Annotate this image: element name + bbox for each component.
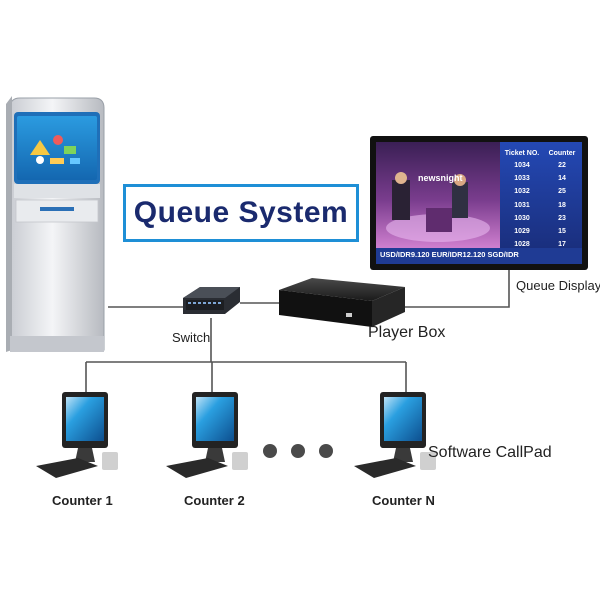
- title-box: Queue System: [123, 184, 359, 242]
- ellipsis-icon: [263, 444, 333, 458]
- ticket-table-row: 1031 18: [500, 199, 580, 212]
- queue-display-label: Queue Display: [516, 278, 600, 293]
- counter-number-cell: 18: [558, 201, 566, 209]
- counter-number-cell: 22: [558, 162, 566, 170]
- counter-2-label: Counter 2: [184, 493, 245, 508]
- ticket-table-row: 1028 17: [500, 238, 580, 251]
- connection-lines: [85, 270, 510, 392]
- network-switch-icon: [183, 287, 240, 314]
- ticket-table-row: 1034 22: [500, 159, 580, 172]
- tv-channel-logo: newsnight: [418, 173, 463, 183]
- kiosk-icon: [6, 96, 105, 352]
- counter-header-cell: Counter: [548, 150, 576, 157]
- ticket-number-cell: 1031: [514, 201, 530, 209]
- counter-n-label: Counter N: [372, 493, 435, 508]
- queue-display-tv-icon: [370, 136, 588, 270]
- ticket-table-row: 1033 14: [500, 172, 580, 185]
- counter-number-cell: 23: [558, 214, 566, 222]
- currency-ticker: USD/IDR9.120 EUR/IDR12.120 SGD/IDR: [380, 250, 519, 259]
- ticket-header-cell: Ticket NO.: [504, 150, 540, 157]
- computer-icon-counter-1: [36, 392, 118, 478]
- computer-icon-counter-2: [166, 392, 248, 478]
- diagram-title: Queue System: [133, 196, 349, 229]
- switch-label: Switch: [172, 330, 211, 345]
- ticket-number-cell: 1034: [514, 162, 530, 170]
- counter-number-cell: 14: [558, 175, 566, 183]
- ticket-table-row: 1030 23: [500, 212, 580, 225]
- ticket-table-body: 1034 22 1033 14 1032 25 1031 18 1030 23 1029 15 1028…: [500, 159, 580, 251]
- counter-number-cell: 15: [558, 228, 566, 236]
- software-callpad-label: Software CallPad: [428, 444, 552, 461]
- computer-icon-counter-n: [354, 392, 436, 478]
- ticket-table-row: 1032 25: [500, 185, 580, 198]
- counter-1-label: Counter 1: [52, 493, 113, 508]
- ticket-number-cell: 1029: [514, 228, 530, 236]
- counter-number-cell: 25: [558, 188, 566, 196]
- ticket-table-header: Ticket NO. Counter: [500, 148, 580, 159]
- player-box-icon: [279, 278, 405, 327]
- ticket-number-cell: 1032: [514, 188, 530, 196]
- player-box-label: Player Box: [368, 324, 446, 341]
- ticket-table-row: 1029 15: [500, 225, 580, 238]
- ticket-number-cell: 1030: [514, 214, 530, 222]
- counter-number-cell: 17: [558, 241, 566, 249]
- ticket-number-cell: 1033: [514, 175, 530, 183]
- ticket-number-cell: 1028: [514, 241, 530, 249]
